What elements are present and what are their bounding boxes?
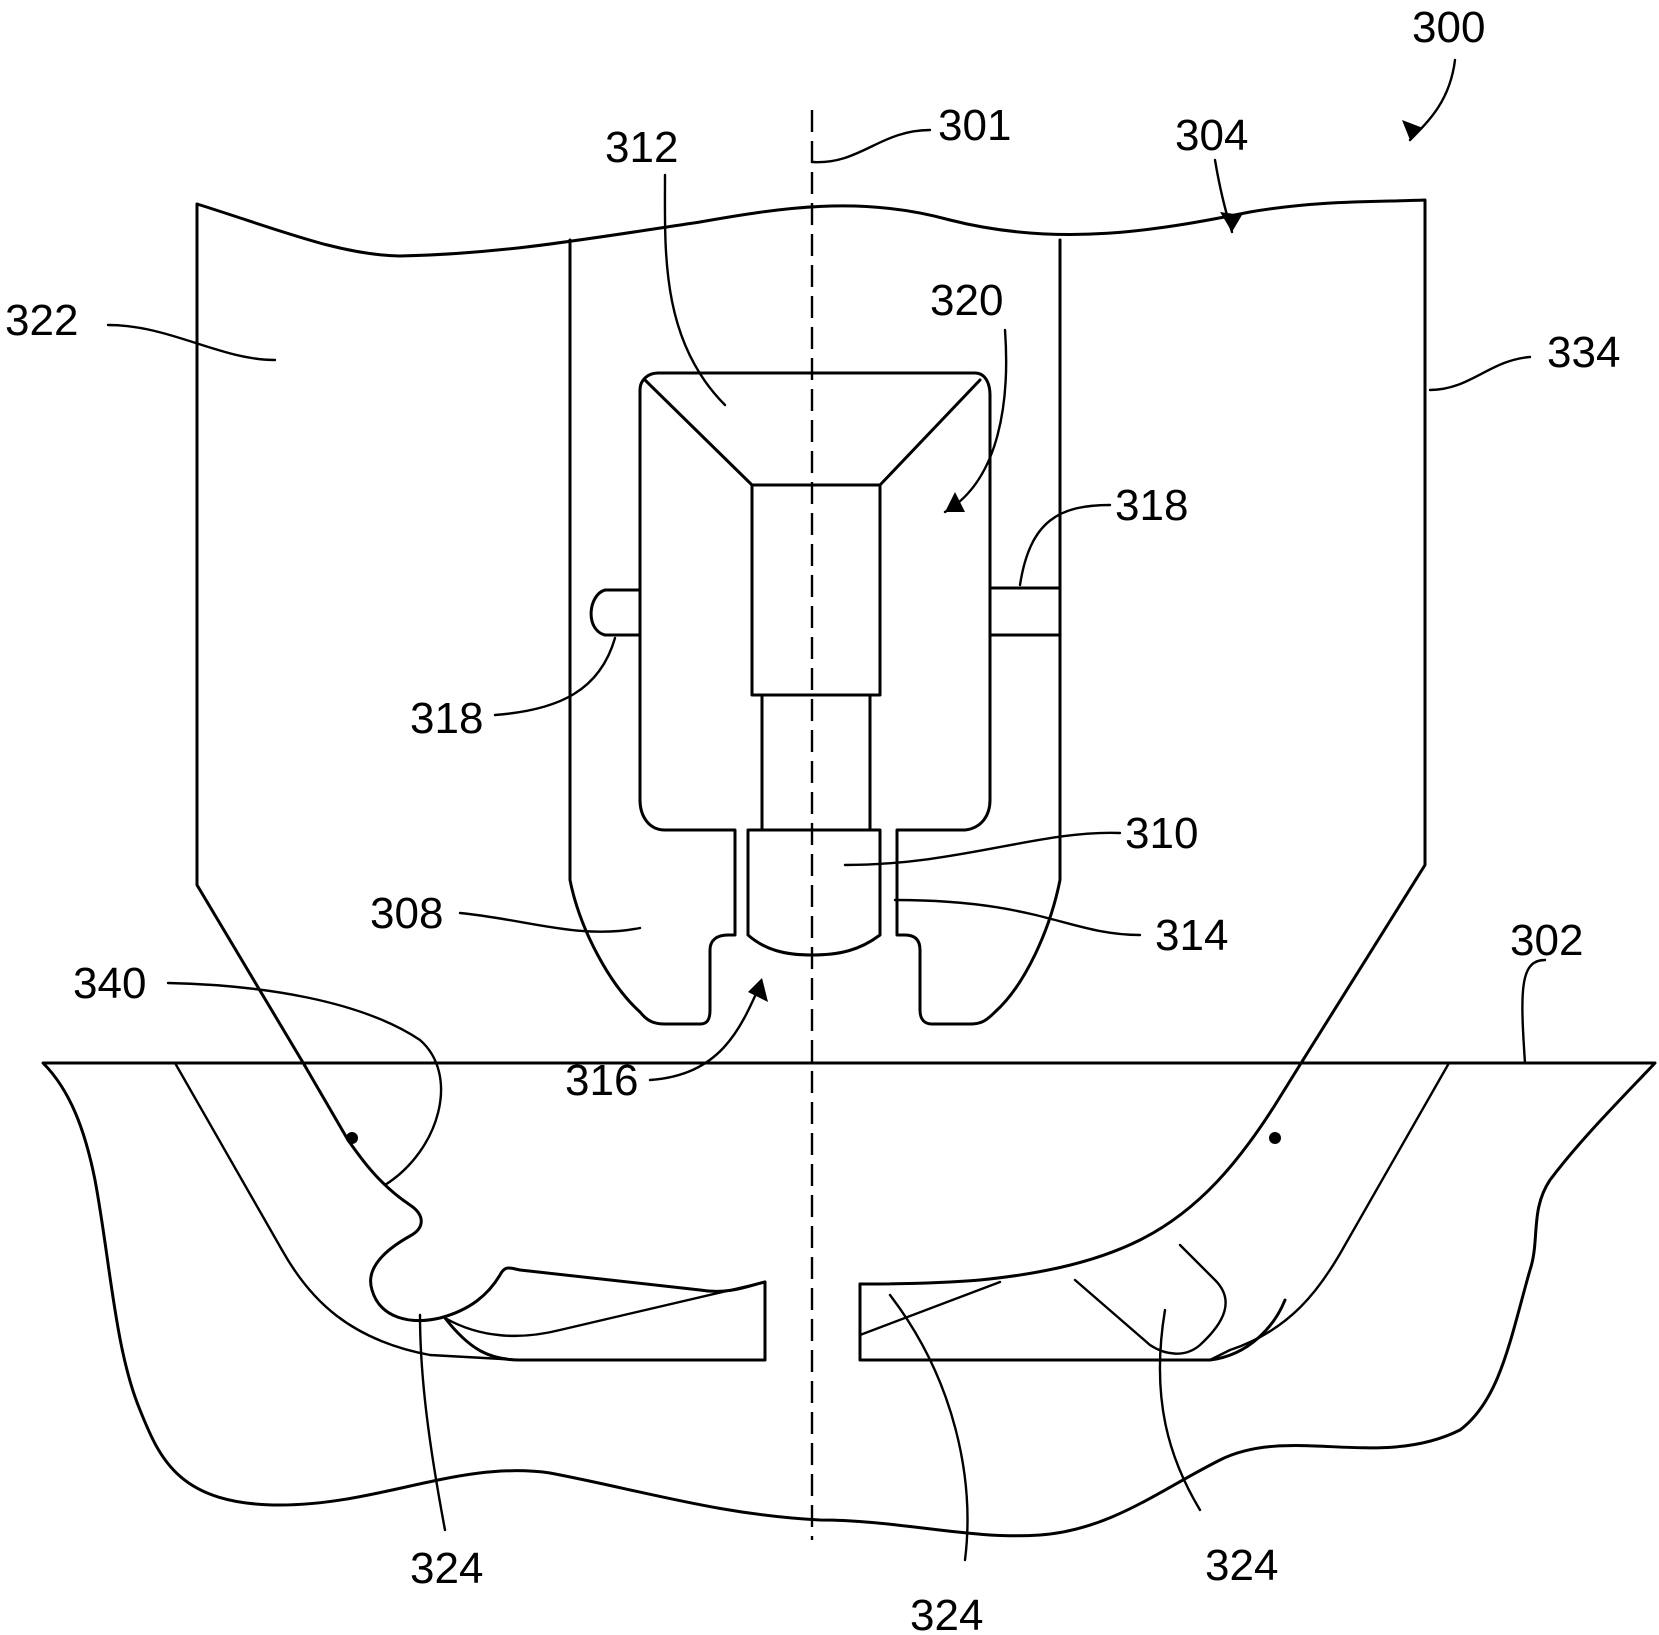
label-318-right: 318 (1115, 481, 1188, 530)
leader-322 (108, 325, 275, 360)
label-320: 320 (930, 276, 1003, 325)
right-slot-318 (990, 588, 1060, 800)
label-301: 301 (938, 101, 1011, 150)
label-324-c: 324 (1205, 1541, 1278, 1590)
ref-dot-left (346, 1132, 358, 1144)
arrow-300 (1402, 120, 1423, 140)
label-334: 334 (1547, 328, 1620, 377)
ref-dot-right (1269, 1132, 1281, 1144)
leader-316 (650, 985, 760, 1080)
arrow-320 (945, 492, 965, 512)
outer-body-left-wall (197, 204, 305, 1066)
leader-318-right (1020, 505, 1110, 585)
shaft-upper (752, 485, 880, 695)
label-304: 304 (1175, 111, 1248, 160)
label-300: 300 (1412, 3, 1485, 52)
leader-334 (1430, 357, 1530, 390)
leader-314 (895, 900, 1140, 935)
leader-324-a (420, 1315, 445, 1530)
tip-310 (748, 830, 880, 955)
leader-320 (945, 330, 1006, 512)
leader-318-left (495, 638, 615, 715)
label-308: 308 (370, 889, 443, 938)
left-hook (305, 1066, 765, 1321)
label-302: 302 (1510, 916, 1583, 965)
right-hook-chamfer (1075, 1245, 1226, 1354)
leader-340 (168, 983, 441, 1185)
base-inner-groove-right (1210, 1063, 1449, 1360)
label-312: 312 (605, 123, 678, 172)
leader-308 (460, 913, 640, 932)
right-hook (860, 1060, 1303, 1284)
label-324-b: 324 (910, 1591, 983, 1635)
label-314: 314 (1155, 911, 1228, 960)
right-hook-inner (860, 1282, 1000, 1335)
left-pin-318 (591, 590, 640, 635)
label-310: 310 (1125, 809, 1198, 858)
label-340: 340 (73, 959, 146, 1008)
label-324-a: 324 (410, 1544, 483, 1593)
arrow-316 (748, 978, 768, 1002)
label-316: 316 (565, 1056, 638, 1105)
leader-312 (665, 175, 725, 405)
arrow-304 (1220, 212, 1242, 232)
shaft-neck (762, 695, 870, 830)
label-318-left: 318 (410, 694, 483, 743)
leader-310 (845, 833, 1120, 865)
base (43, 1063, 1655, 1536)
label-322: 322 (5, 296, 78, 345)
base-inner-groove-left (175, 1063, 520, 1360)
leader-302 (1522, 960, 1545, 1063)
leader-324-b (890, 1295, 967, 1560)
leader-301 (812, 130, 930, 162)
